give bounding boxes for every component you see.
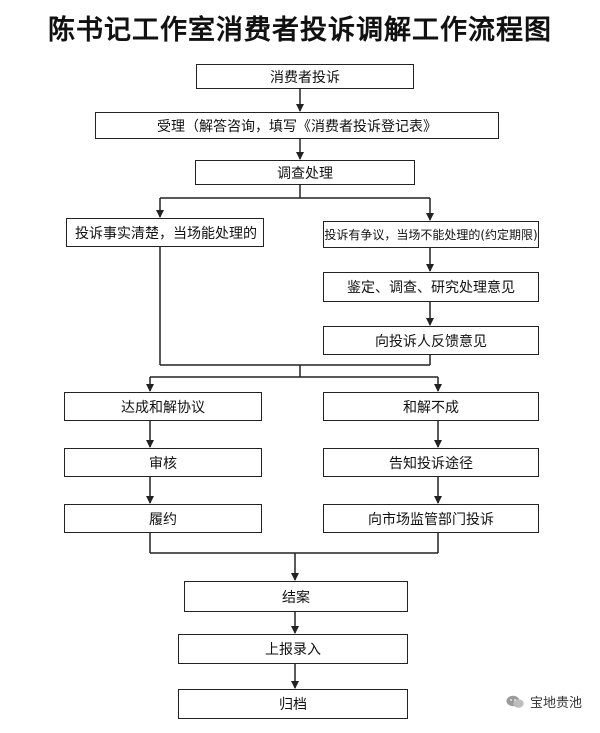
node-dispute: 投诉有争议，当场不能处理的(约定期限) [323, 221, 539, 248]
node-fail: 和解不成 [323, 392, 539, 421]
node-report-market: 向市场监管部门投诉 [323, 504, 539, 533]
page-title: 陈书记工作室消费者投诉调解工作流程图 [48, 15, 552, 46]
wechat-icon [506, 695, 524, 709]
node-submit: 上报录入 [178, 634, 408, 664]
watermark-text: 宝地贵池 [529, 696, 582, 711]
node-clear: 投诉事实清楚，当场能处理的 [66, 218, 264, 247]
node-feedback: 向投诉人反馈意见 [323, 326, 539, 355]
node-archive: 归档 [178, 689, 408, 719]
watermark: 宝地贵池 [506, 692, 582, 711]
node-perform: 履约 [64, 504, 262, 533]
node-close: 结案 [184, 581, 408, 612]
node-review: 审核 [64, 448, 262, 477]
node-accept: 受理（解答咨询，填写《消费者投诉登记表》 [95, 112, 499, 139]
node-complaint: 消费者投诉 [196, 64, 414, 89]
node-agree: 达成和解协议 [64, 392, 262, 421]
node-appraise: 鉴定、调查、研究处理意见 [323, 272, 539, 302]
node-inform: 告知投诉途径 [323, 448, 539, 477]
node-investigate: 调查处理 [195, 160, 415, 185]
